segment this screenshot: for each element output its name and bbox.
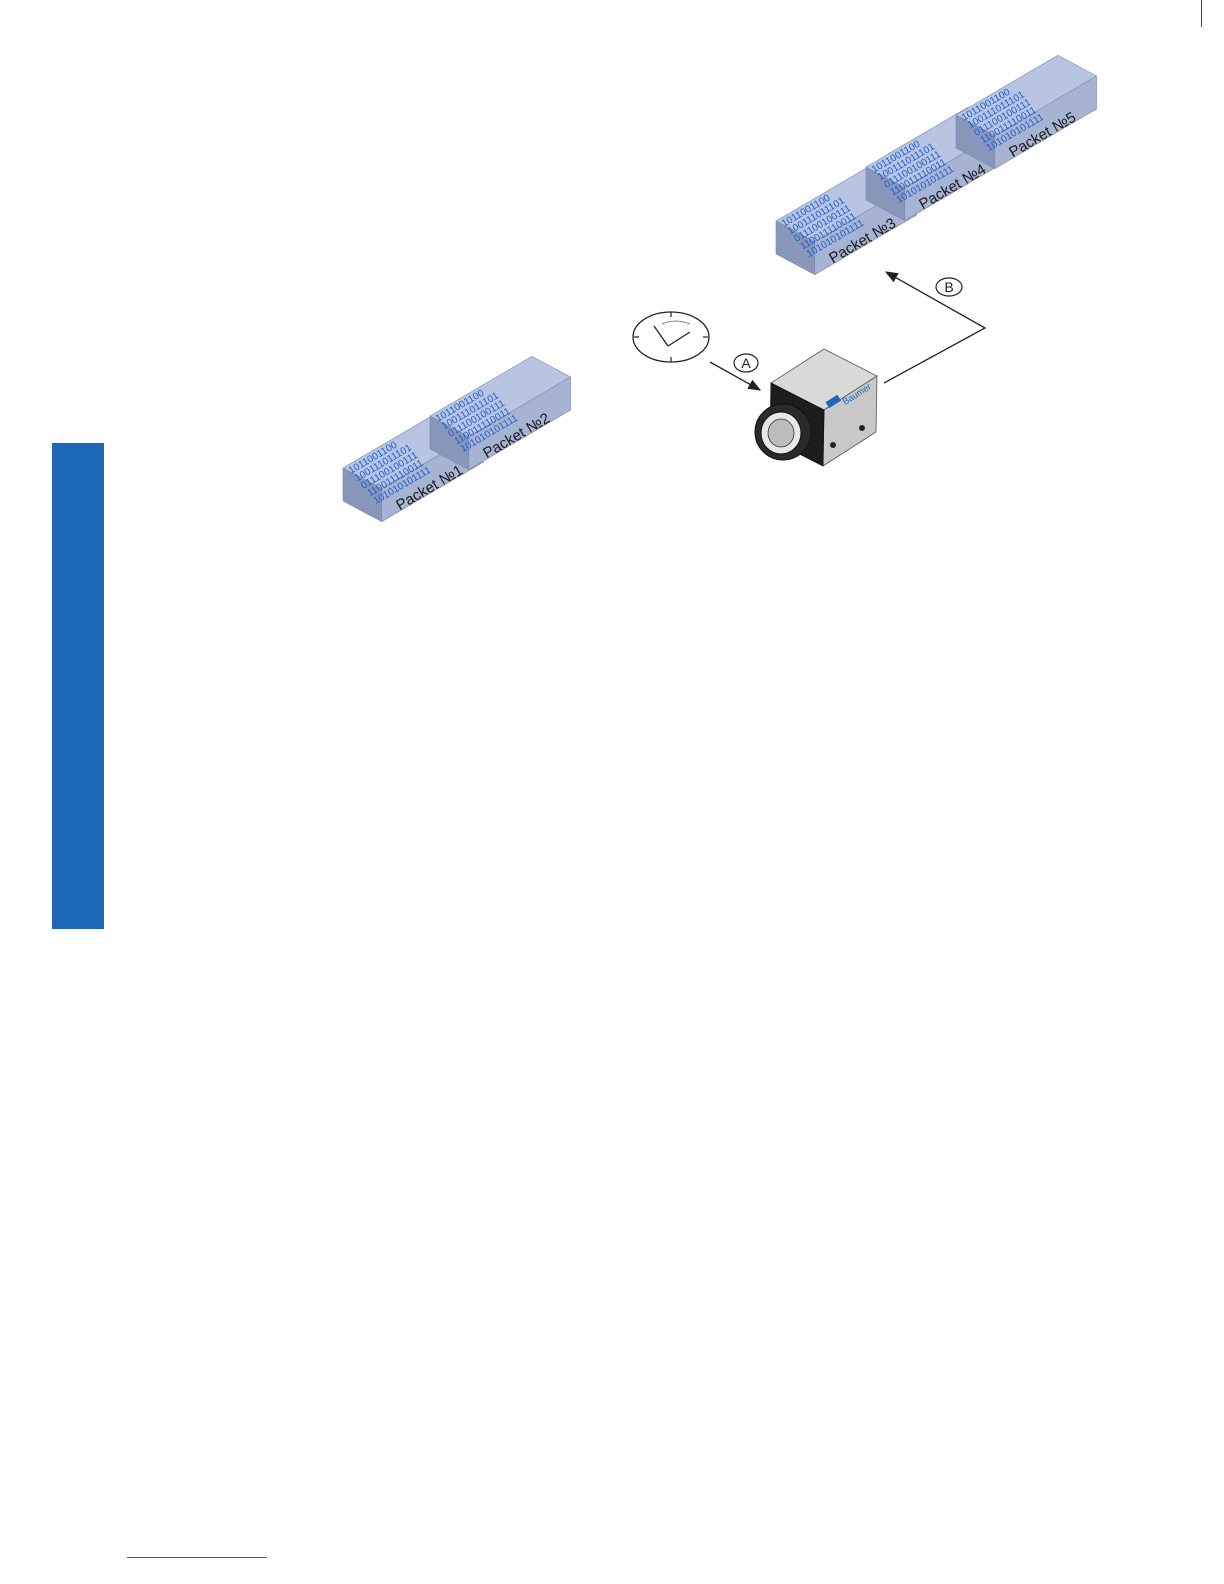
arrow-b [883, 271, 987, 384]
packet-box: 1011001100100111011101011100100111110011… [429, 356, 572, 471]
packet-box: 1011001100100111011101011100100111110011… [955, 55, 1098, 170]
arrow-a [709, 361, 762, 391]
chapter-tab-bar [52, 443, 104, 929]
callout-b: B [935, 277, 963, 297]
camera-icon: Baumer [754, 348, 878, 467]
header-rule [1201, 0, 1202, 27]
clock-icon [632, 311, 710, 363]
svg-text:A: A [741, 355, 751, 371]
packets-layer: 1011001100100111011101011100100111110011… [342, 55, 1098, 523]
svg-text:B: B [944, 279, 953, 295]
callout-a: A [733, 353, 759, 373]
footer-rule [127, 1557, 267, 1558]
